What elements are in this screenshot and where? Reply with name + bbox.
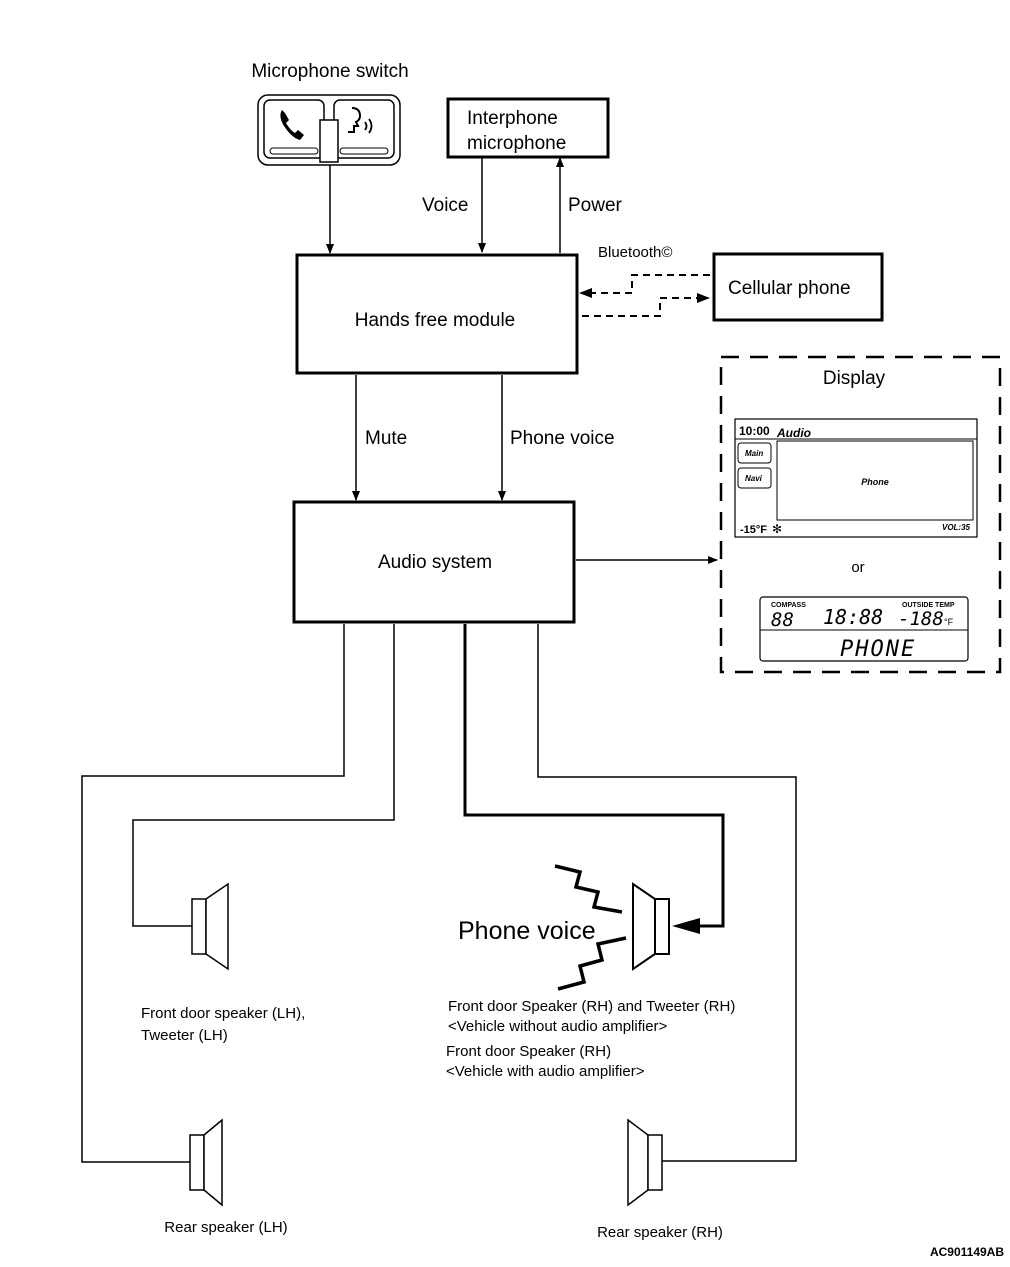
microphone-switch: [257, 94, 401, 166]
front-lh-speaker-icon: [191, 882, 229, 971]
front-rh-label-1: Front door Speaker (RH) and Tweeter (RH): [448, 998, 735, 1015]
phone-icon: [280, 110, 304, 140]
cellular-phone-box: [712, 252, 884, 322]
mic-switch-label: Microphone switch: [251, 61, 408, 82]
front-rh-label-3: Front door Speaker (RH): [446, 1043, 611, 1060]
outside-temp-label: OUTSIDE TEMP: [902, 602, 955, 609]
bluetooth-link: [579, 274, 710, 317]
screen-vol: VOL:35: [942, 523, 971, 532]
compass-label: COMPASS: [771, 602, 806, 609]
front-rh-speaker-icon: [632, 882, 670, 971]
power-label: Power: [568, 195, 623, 216]
main-button: Main: [745, 449, 763, 458]
phone-voice-big-label: Phone voice: [458, 917, 596, 945]
mute-label: Mute: [365, 428, 407, 449]
front-rh-label-4: <Vehicle with audio amplifier>: [446, 1063, 645, 1080]
figure-code: AC901149AB: [930, 1245, 1004, 1259]
audio-system-label: Audio system: [378, 552, 492, 573]
front-lh-wire: [132, 624, 395, 927]
front-rh-label-2: <Vehicle without audio amplifier>: [448, 1018, 668, 1035]
rear-rh-wire: [537, 624, 797, 1162]
display-screen-audio: 10:00 Audio Main Navi Phone -15°F ✻ VOL:…: [734, 418, 978, 538]
snowflake-icon: ✻: [772, 522, 782, 536]
navi-button: Navi: [745, 474, 763, 483]
or-label: or: [851, 559, 864, 576]
voice-label: Voice: [422, 195, 468, 216]
front-rh-wire: [463, 624, 725, 928]
outside-temp-value: -188: [898, 608, 944, 630]
front-rh-arrowhead: [672, 918, 700, 934]
screen-temp: -15°F: [740, 524, 767, 536]
screen-content: Phone: [861, 477, 889, 487]
cellular-phone-label: Cellular phone: [728, 278, 851, 299]
compass-value: 88: [771, 609, 794, 631]
rear-lh-wire: [81, 624, 345, 1163]
bluetooth-label: Bluetooth©: [598, 244, 672, 261]
front-lh-label-1: Front door speaker (LH),: [141, 1005, 305, 1022]
front-lh-label-2: Tweeter (LH): [141, 1027, 228, 1044]
hands-free-module-label: Hands free module: [355, 310, 516, 331]
rear-rh-label: Rear speaker (RH): [597, 1224, 723, 1241]
display-screen-lcd: COMPASS 88 18:88 OUTSIDE TEMP -188 °F PH…: [759, 596, 969, 662]
screen-time: 10:00: [739, 424, 770, 438]
sound-wave-icon: [554, 864, 627, 991]
hands-free-module-box: [295, 253, 579, 375]
screen-title: Audio: [776, 426, 811, 440]
interphone-microphone-box: [446, 97, 610, 159]
interphone-label-1: Interphone: [467, 108, 558, 129]
display-region: [719, 355, 1002, 674]
lcd-message: PHONE: [840, 637, 916, 662]
lcd-clock: 18:88: [823, 605, 883, 629]
voice-command-icon: [348, 107, 373, 134]
phone-voice-wire-label: Phone voice: [510, 428, 615, 449]
lcd-temp-unit: °F: [944, 617, 954, 627]
rear-lh-label: Rear speaker (LH): [164, 1219, 287, 1236]
audio-system-box: [292, 500, 576, 624]
display-label: Display: [823, 368, 886, 389]
rear-rh-speaker-icon: [627, 1118, 663, 1207]
interphone-label-2: microphone: [467, 133, 566, 154]
rear-lh-speaker-icon: [189, 1118, 223, 1207]
